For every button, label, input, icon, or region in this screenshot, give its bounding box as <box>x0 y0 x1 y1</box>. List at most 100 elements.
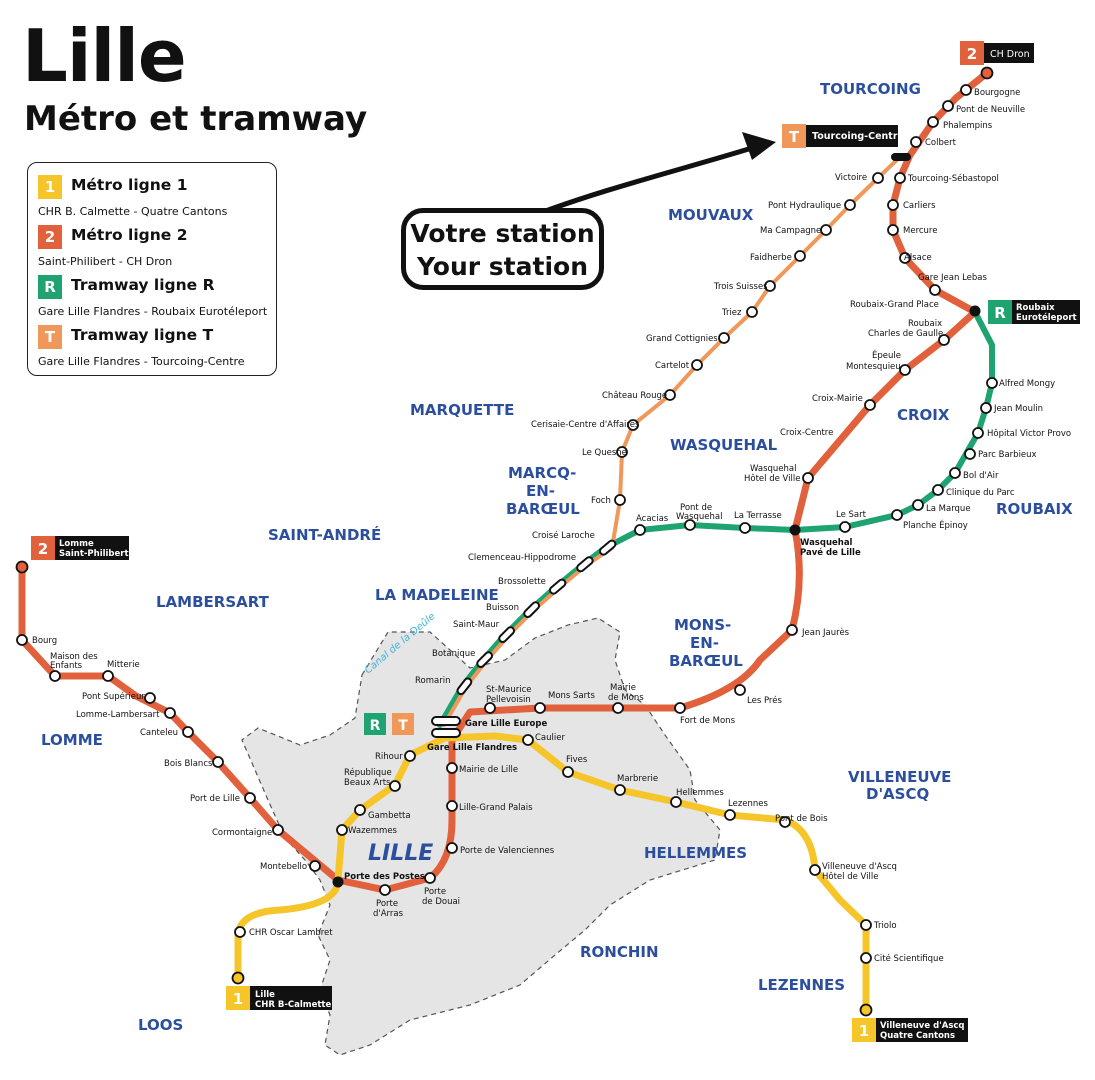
terminal-badge-bg <box>852 1018 876 1042</box>
station-label: Le Sart <box>836 510 867 520</box>
station-label: Caulier <box>535 733 565 743</box>
terminal-badge-bg <box>782 124 806 148</box>
station-label: Cormontaigne <box>212 828 272 838</box>
station-circle <box>616 446 628 458</box>
station-circle <box>16 634 28 646</box>
wasquehal-interchange <box>789 524 801 536</box>
station-circle <box>912 499 924 511</box>
station-circle <box>627 419 639 431</box>
station-circle <box>336 824 348 836</box>
station-label: Wasquehal <box>750 464 796 474</box>
station-label: Pont de <box>680 503 712 513</box>
station-label: Château Rouge <box>602 391 667 401</box>
station-label: République <box>344 767 392 778</box>
station-label: Les Prés <box>747 695 782 706</box>
station-circle <box>212 756 224 768</box>
station-circle <box>664 389 676 401</box>
line-t-badge: T <box>38 325 62 349</box>
station-label: Lille-Grand Palais <box>459 803 533 813</box>
terminal-chr-calmette: 1 Lille CHR B-Calmette <box>226 986 332 1010</box>
station-circle <box>614 494 626 506</box>
station-label: Hôtel de Ville <box>744 473 801 484</box>
station-circle <box>794 250 806 262</box>
legend-line-t-route: Gare Lille Flandres - Tourcoing-Centre <box>38 355 245 368</box>
station-label: Bourgogne <box>974 88 1020 98</box>
legend-line-1-name: Métro ligne 1 <box>71 176 188 194</box>
station-label: Gare Lille Flandres <box>427 743 517 753</box>
arrow-head <box>742 132 776 160</box>
station-label: Botanique <box>432 649 475 659</box>
terminal-label: Saint-Philibert <box>59 549 129 559</box>
district-mouvaux: MOUVAUX <box>668 206 754 224</box>
station-circle <box>739 522 751 534</box>
station-circle <box>860 919 872 931</box>
district-marcq-1: MARCQ- <box>508 464 576 482</box>
station-label: Tourcoing-Sébastopol <box>907 173 999 184</box>
station-label: Le Quesne <box>582 448 627 458</box>
station-circle <box>929 284 941 296</box>
map-subtitle: Métro et tramway <box>24 99 368 139</box>
terminal-tourcoing-centre: T Tourcoing-Centre <box>782 124 904 148</box>
station-label: Wazemmes <box>348 826 398 836</box>
station-circle <box>674 702 686 714</box>
district-croix: CROIX <box>897 406 950 424</box>
terminal-label: Villeneuve d'Ascq <box>880 1021 965 1031</box>
station-label: Bourg <box>32 636 57 646</box>
district-labels: TOURCOING MOUVAUX MARQUETTE WASQUEHAL CR… <box>41 80 1073 1034</box>
terminal-label-bg <box>250 986 332 1010</box>
tram-r-badge-bg <box>364 713 386 735</box>
terminal-label-bg <box>1012 300 1080 324</box>
terminal-label-bg <box>984 43 1034 63</box>
station-circle <box>802 472 814 484</box>
station-circle <box>634 524 646 536</box>
district-lezennes: LEZENNES <box>758 976 845 994</box>
station-circle <box>734 684 746 696</box>
station-label: Porte des Postes <box>344 872 425 882</box>
callout-line-en: Your station <box>416 252 588 281</box>
station-label: Triolo <box>873 921 897 931</box>
station-circle <box>860 952 872 964</box>
district-la-madeleine: LA MADELEINE <box>375 586 499 604</box>
station-circle <box>864 399 876 411</box>
station-label: Alsace <box>904 253 932 263</box>
station-label: Lezennes <box>728 799 769 809</box>
terminal-label: Tourcoing-Centre <box>812 131 904 142</box>
gare-interchange-badges: R T <box>364 713 414 735</box>
station-label: Pont de Neuville <box>956 105 1025 115</box>
district-mons-1: MONS- <box>674 616 731 634</box>
station-circle <box>942 100 954 112</box>
station-circle <box>964 448 976 460</box>
station-circle <box>404 750 416 762</box>
station-label: Canteleu <box>140 728 178 738</box>
station-label: Mairie de Lille <box>459 765 518 775</box>
station-circle <box>354 804 366 816</box>
metro-line-1-route <box>234 732 870 1014</box>
station-circle <box>389 780 401 792</box>
station-label: Jean Jaurès <box>801 627 850 638</box>
district-lambersart: LAMBERSART <box>156 593 270 611</box>
station-label: Roubaix <box>908 319 942 329</box>
station-circle <box>932 484 944 496</box>
station-label: Cerisaie-Centre d'Affaires <box>531 420 640 430</box>
station-label: Mairie <box>610 683 636 693</box>
interchange-bar <box>431 728 461 738</box>
station-label: Bois Blancs <box>164 759 213 769</box>
station-circle <box>244 792 256 804</box>
station-circle <box>446 842 458 854</box>
station-circle <box>764 280 776 292</box>
station-circle <box>986 377 998 389</box>
station-label: Parc Barbieux <box>978 450 1037 460</box>
station-circles <box>15 66 998 1017</box>
district-lille: LILLE <box>368 841 433 866</box>
station-circle <box>894 172 906 184</box>
district-villeneuve-1: VILLENEUVE <box>848 768 951 786</box>
terminal-badge-text: 1 <box>233 990 243 1008</box>
station-label: Pont Supérieur <box>82 691 145 702</box>
station-label: Planche Épinoy <box>903 519 968 531</box>
arrow-shaft <box>534 145 753 218</box>
station-label: Lomme-Lambersart <box>76 710 160 720</box>
station-circle <box>49 670 61 682</box>
station-circle <box>684 519 696 531</box>
station-circle <box>746 306 758 318</box>
station-circle <box>424 872 436 884</box>
